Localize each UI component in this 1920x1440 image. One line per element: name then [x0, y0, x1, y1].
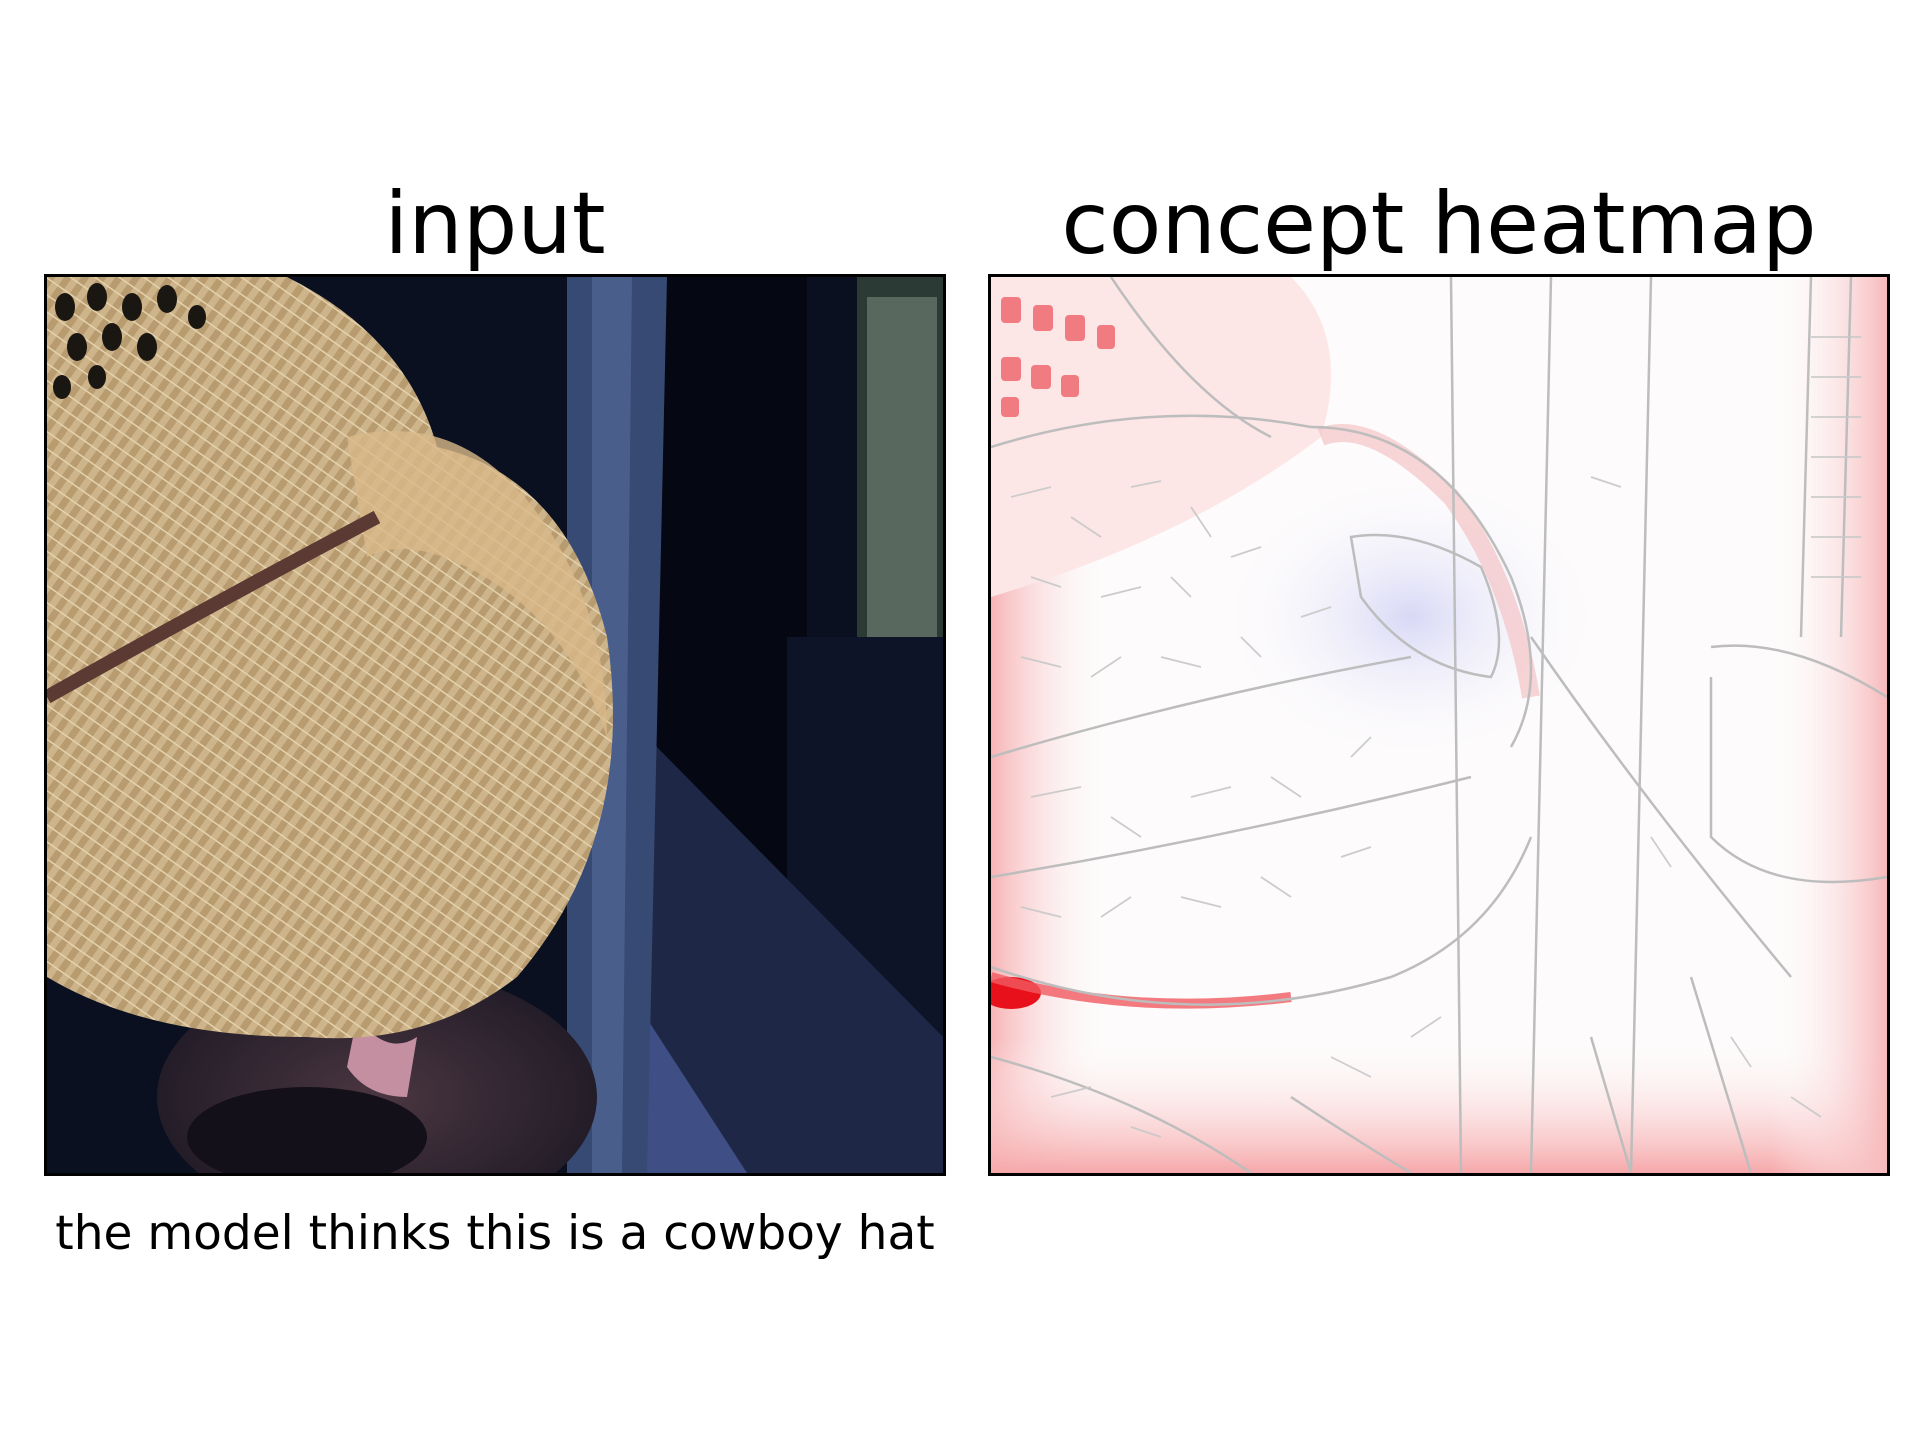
concept-heatmap	[988, 274, 1890, 1176]
heatmap-illustration	[991, 277, 1887, 1173]
input-photo-illustration	[47, 277, 943, 1173]
prediction-caption: the model thinks this is a cowboy hat	[55, 1206, 935, 1261]
input-image	[44, 274, 946, 1176]
heatmap-panel-title: concept heatmap	[1061, 174, 1817, 274]
input-panel-title: input	[384, 174, 606, 274]
